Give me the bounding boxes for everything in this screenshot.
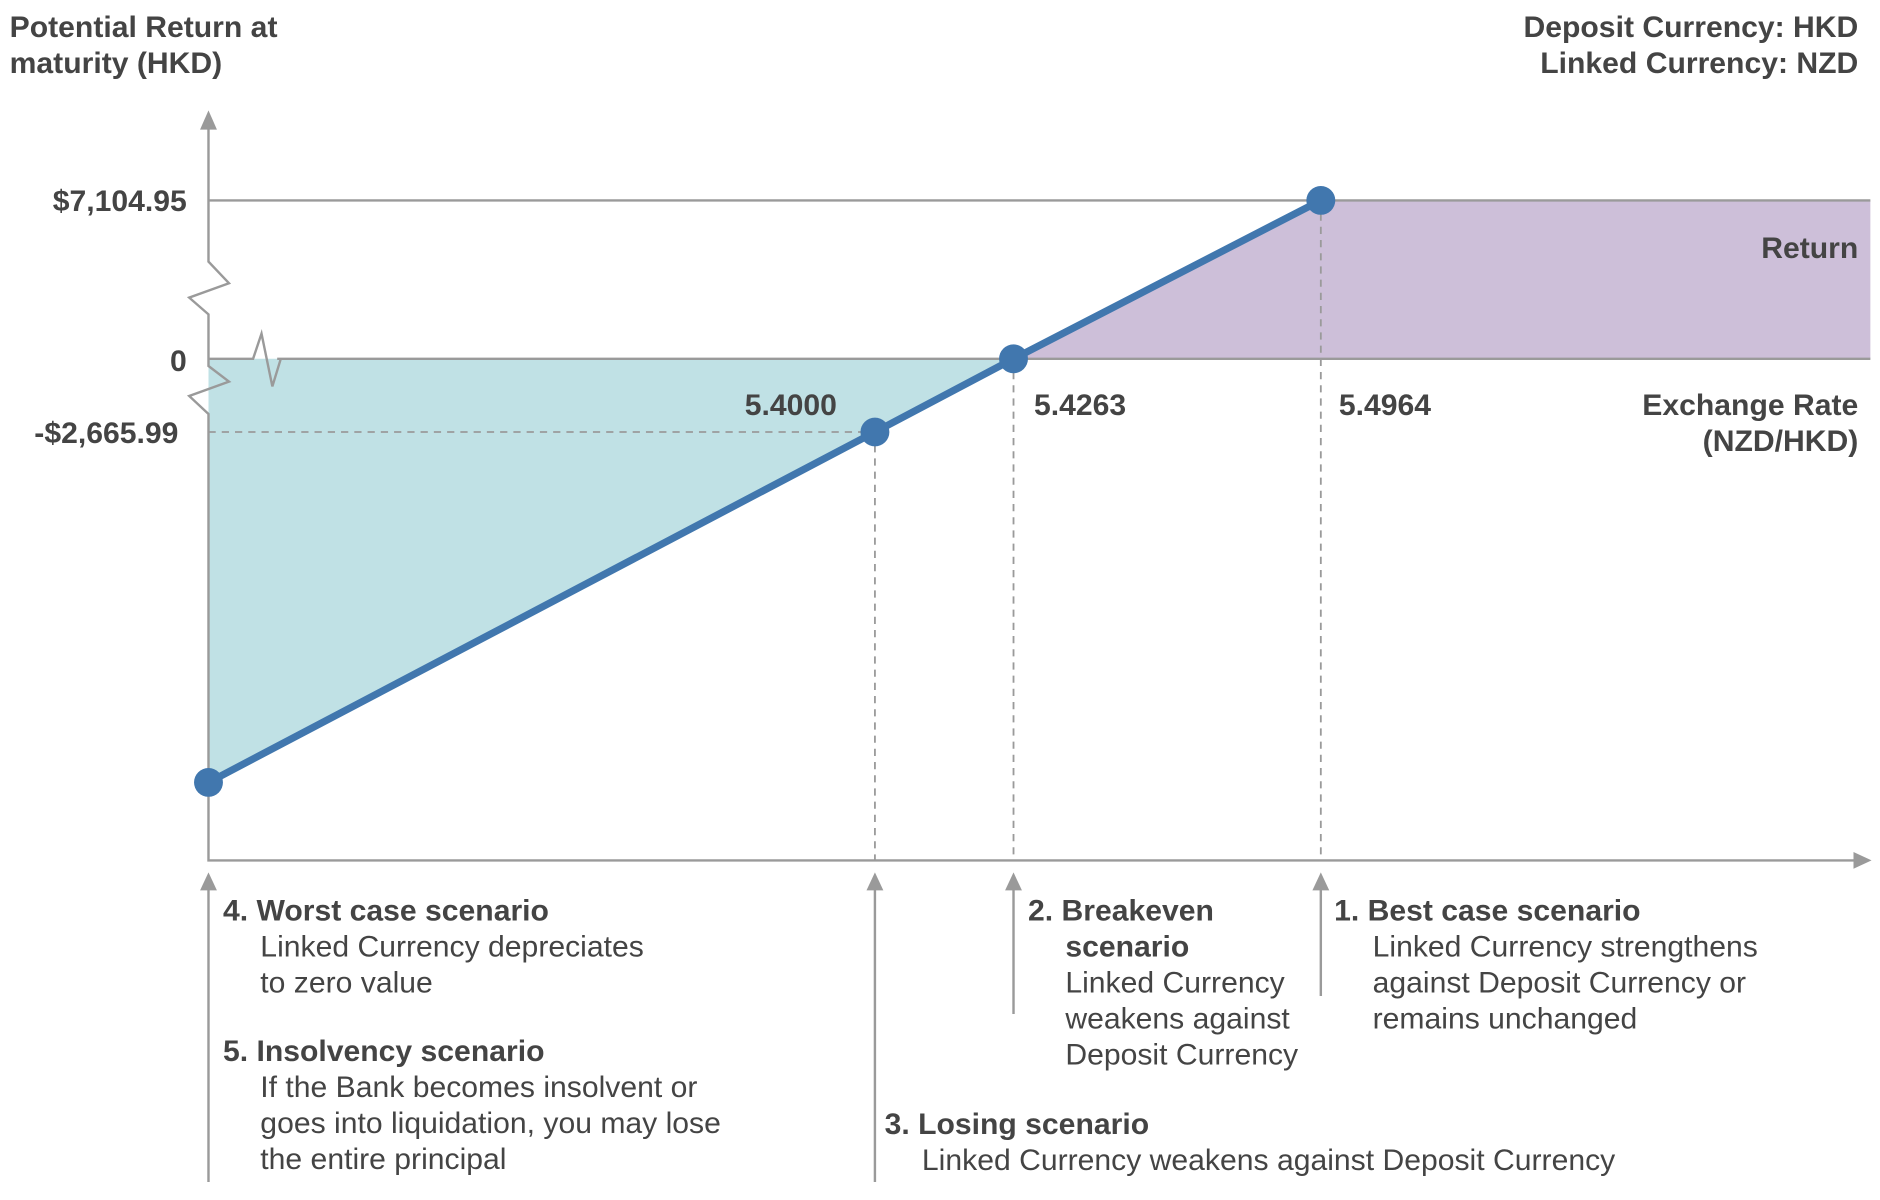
x-axis-title: Exchange Rate (NZD/HKD): [1642, 388, 1859, 459]
zero-line-break: [208, 328, 282, 387]
scenario-worst: 4. Worst case scenario Linked Currency d…: [222, 894, 644, 1000]
payoff-line: [206, 197, 1323, 786]
x-tick-label: 5.4964: [1338, 388, 1432, 423]
return-area: [1013, 200, 1871, 359]
data-point: [999, 344, 1028, 374]
data-point: [1306, 186, 1336, 215]
y-tick-zero: 0: [170, 344, 187, 378]
arrow-up-icon: [866, 872, 884, 891]
scenario-insolvency: 5. Insolvency scenario If the Bank becom…: [222, 1034, 721, 1176]
x-tick-label: 5.4000: [744, 388, 837, 423]
y-tick-loss: -$2,665.99: [34, 416, 179, 451]
y-axis-title: Potential Return at maturity (HKD): [9, 10, 278, 81]
arrow-up-icon: [1005, 872, 1022, 891]
data-point: [194, 768, 223, 797]
arrow-up-icon: [1312, 872, 1330, 891]
scenario-best: 1. Best case scenario Linked Currency st…: [1334, 894, 1758, 1036]
x-axis-arrow-icon: [1853, 852, 1872, 869]
y-axis-arrow-icon: [200, 110, 217, 130]
arrow-up-icon: [200, 872, 217, 891]
axes: [186, 126, 1856, 862]
scenario-losing: 3. Losing scenario Linked Currency weake…: [884, 1107, 1616, 1178]
y-tick-max: $7,104.95: [52, 184, 187, 219]
return-region-label: Return: [1761, 231, 1859, 266]
data-point: [860, 417, 890, 447]
x-tick-label: 5.4263: [1034, 388, 1127, 423]
